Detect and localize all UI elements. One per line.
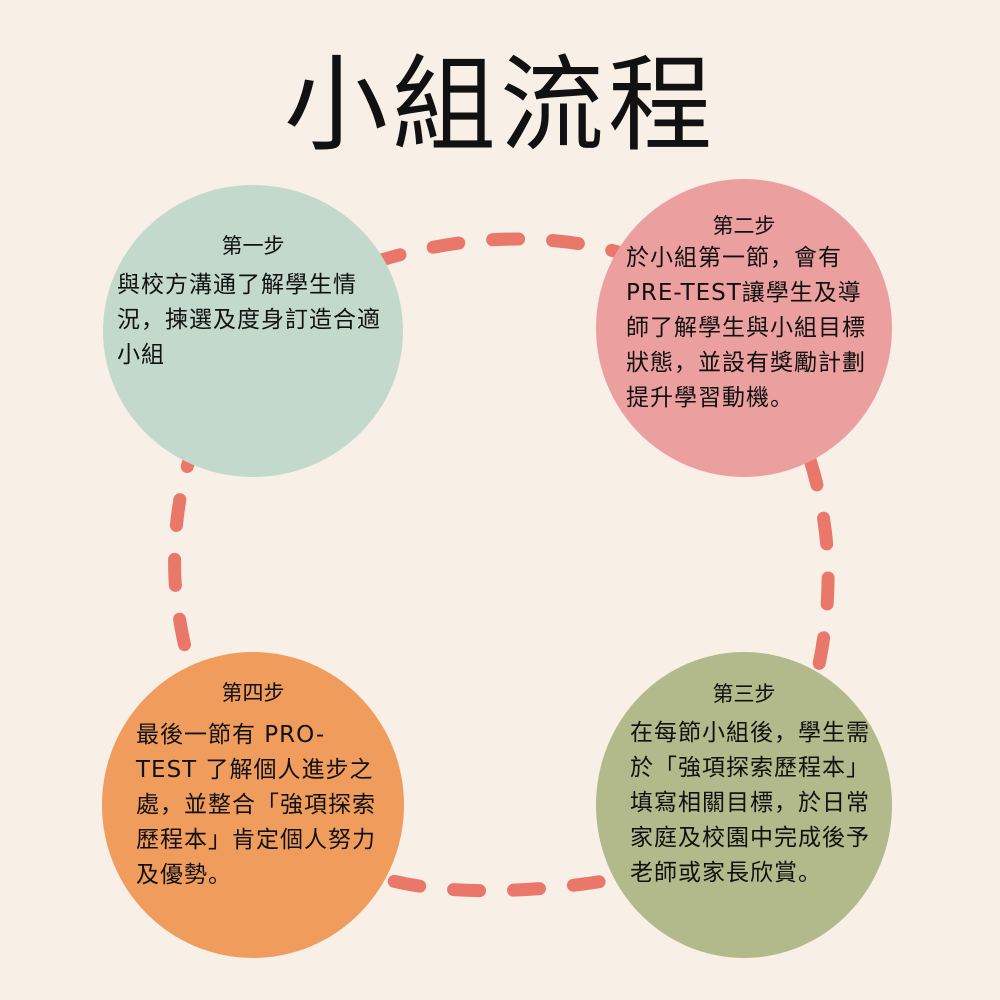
page-title: 小組流程: [283, 44, 716, 166]
step-3-text: 在每節小組後，學生需於「強項探索歷程本」填寫相關目標，於日常家庭及校園中完成後予…: [630, 720, 870, 886]
step-2-circle: 第二步 於小組第一節，會有PRE-TEST讓學生及導師了解學生與小組目標狀態，並…: [596, 179, 892, 477]
step-2-label: 第二步: [712, 214, 776, 238]
step-1-text: 與校方溝通了解學生情況，揀選及度身訂造合適小組: [117, 272, 381, 368]
step-1-label: 第一步: [221, 234, 285, 258]
step-3-label: 第三步: [712, 682, 776, 706]
step-1-circle: 第一步 與校方溝通了解學生情況，揀選及度身訂造合適小組: [103, 185, 403, 477]
step-4-text: 最後一節有 PRO-TEST 了解個人進步之處，並整合「強項探索歷程本」肯定個人…: [136, 722, 376, 888]
step-3-circle: 第三步 在每節小組後，學生需於「強項探索歷程本」填寫相關目標，於日常家庭及校園中…: [596, 652, 892, 958]
step-4-circle: 第四步 最後一節有 PRO-TEST 了解個人進步之處，並整合「強項探索歷程本」…: [102, 652, 404, 958]
step-4-label: 第四步: [221, 681, 285, 705]
step-2-text: 於小組第一節，會有PRE-TEST讓學生及導師了解學生與小組目標狀態，並設有獎勵…: [626, 245, 866, 411]
